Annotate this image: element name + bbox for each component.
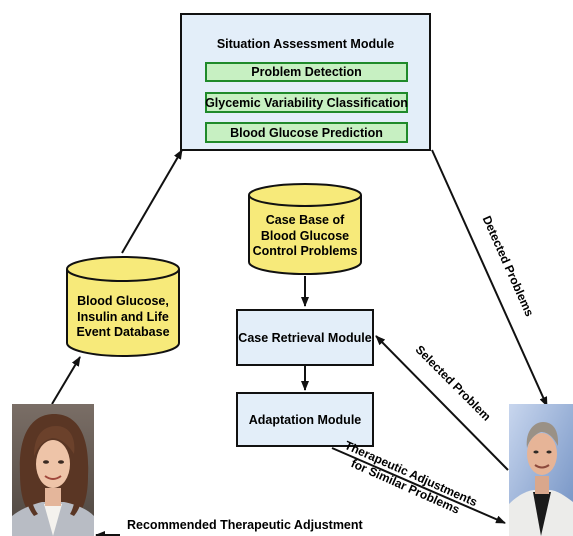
case-retrieval-label: Case Retrieval Module bbox=[238, 330, 372, 345]
blood-glucose-prediction-item: Blood Glucose Prediction bbox=[205, 122, 408, 143]
adaptation-module: Adaptation Module bbox=[236, 392, 374, 447]
recommended-adjustment-label: Recommended Therapeutic Adjustment bbox=[127, 518, 363, 532]
problem-detection-item: Problem Detection bbox=[205, 62, 408, 82]
arrow-selected-problem bbox=[375, 335, 509, 471]
situation-assessment-module: Situation Assessment Module Problem Dete… bbox=[180, 13, 431, 151]
database-line-2: Insulin and Life bbox=[77, 309, 169, 324]
arrow-database-to-situation bbox=[121, 149, 183, 254]
case-base-line-1: Case Base of bbox=[265, 213, 345, 227]
glycemic-variability-item: Glycemic Variability Classification bbox=[205, 92, 408, 113]
arrow-therapeutic-adjustments bbox=[331, 447, 506, 524]
cylinder-shape bbox=[248, 183, 362, 275]
database-line-3: Event Database bbox=[76, 325, 170, 340]
patient-photo bbox=[12, 404, 94, 536]
physician-portrait bbox=[509, 404, 573, 536]
cylinder-shape bbox=[66, 256, 180, 357]
arrow-detected-problems bbox=[431, 149, 548, 407]
case-retrieval-module: Case Retrieval Module bbox=[236, 309, 374, 366]
case-base-label: Case Base of Blood Glucose Control Probl… bbox=[247, 213, 363, 260]
case-base-line-3: Control Problems bbox=[252, 244, 358, 259]
situation-assessment-title: Situation Assessment Module bbox=[216, 37, 395, 51]
event-database-cylinder: Blood Glucose, Insulin and Life Event Da… bbox=[65, 255, 181, 358]
event-database-label: Blood Glucose, Insulin and Life Event Da… bbox=[65, 294, 181, 341]
case-base-line-2: Blood Glucose bbox=[260, 228, 350, 243]
case-base-cylinder: Case Base of Blood Glucose Control Probl… bbox=[247, 182, 363, 276]
database-line-1: Blood Glucose, bbox=[77, 294, 169, 308]
adaptation-label: Adaptation Module bbox=[248, 412, 362, 427]
patient-portrait bbox=[12, 404, 94, 536]
arrow-patient-to-database bbox=[51, 356, 81, 405]
physician-photo bbox=[509, 404, 573, 536]
